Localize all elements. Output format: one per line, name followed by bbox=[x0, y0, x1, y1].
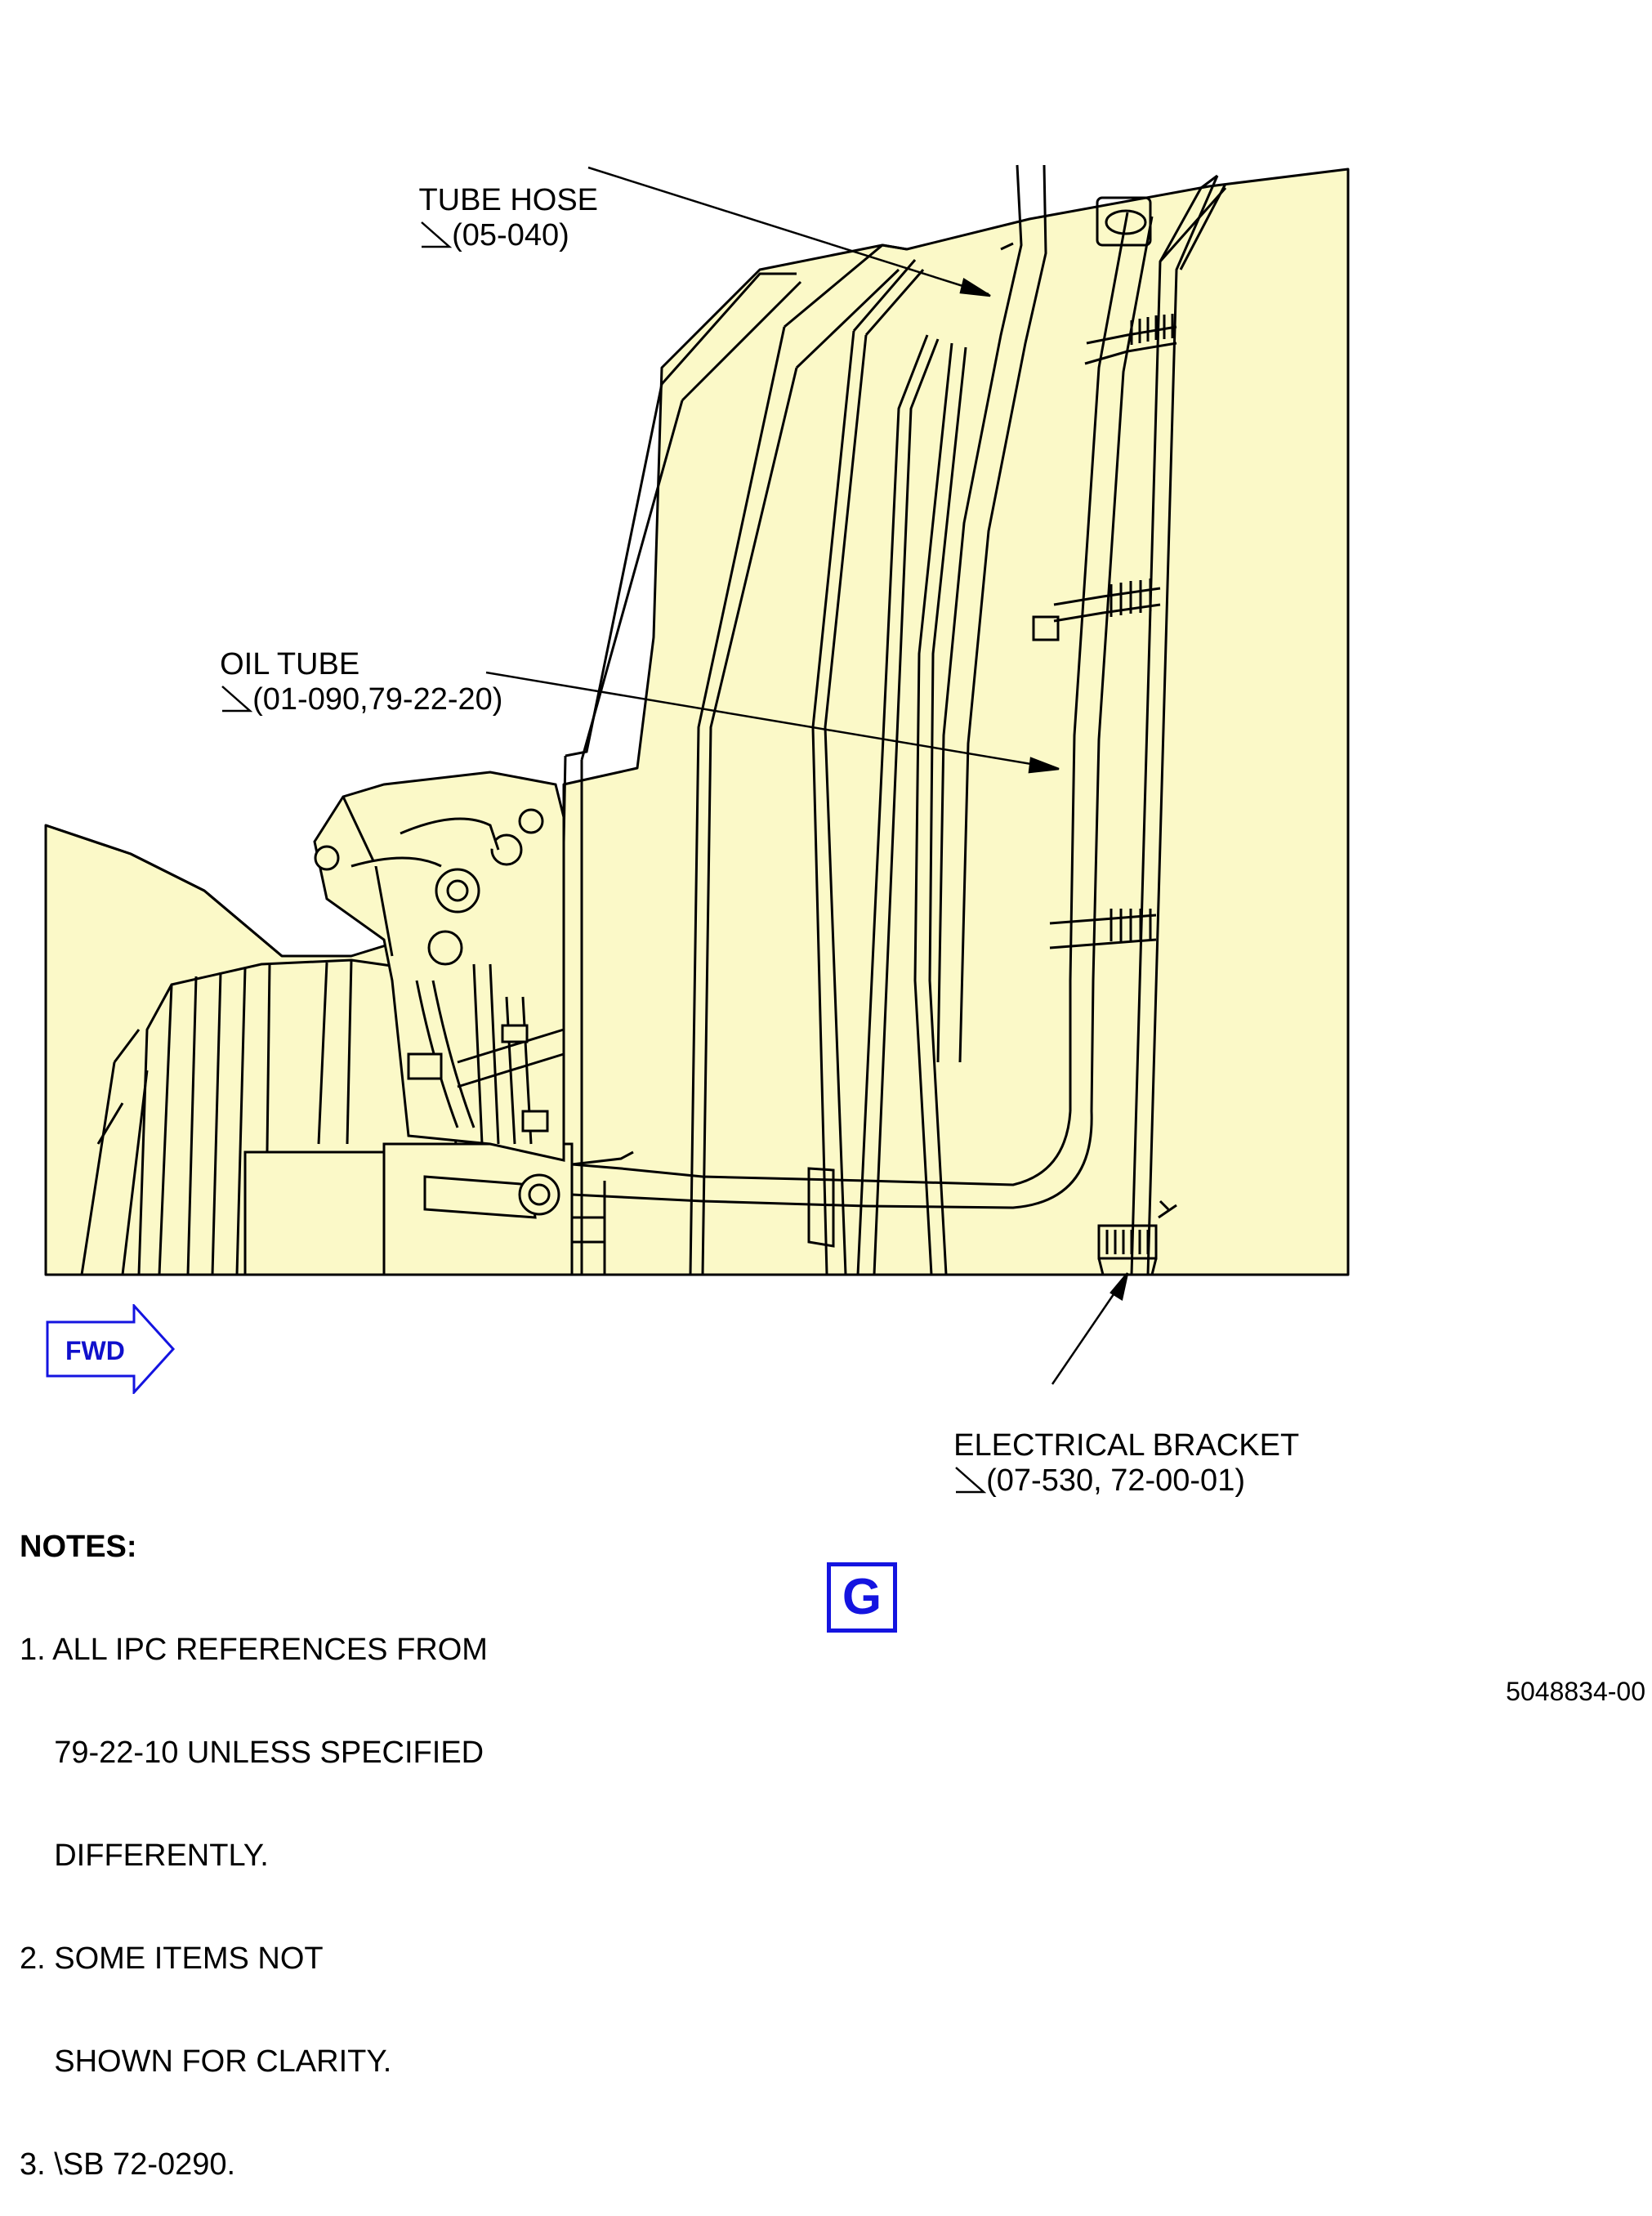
notes-line: 79-22-10 UNLESS SPECIFIED bbox=[20, 1736, 484, 1770]
notes-block: NOTES: 1. ALL IPC REFERENCES FROM 79-22-… bbox=[20, 1461, 488, 2216]
callout-oil-tube-name: OIL TUBE bbox=[220, 647, 360, 681]
callout-tube-hose-ref-row: (05-040) bbox=[402, 183, 569, 252]
effectivity-triangle-icon bbox=[421, 221, 453, 248]
notes-line: 3. \SB 72-0290. bbox=[20, 2147, 236, 2182]
callout-electrical-bracket-ref-row: (07-530, 72-00-01) bbox=[936, 1428, 1245, 1498]
notes-line: 1. ALL IPC REFERENCES FROM bbox=[20, 1633, 488, 1667]
callout-oil-tube-ref: (01-090,79-22-20) bbox=[252, 682, 503, 717]
right-arrow-outline-icon bbox=[46, 1304, 176, 1394]
callout-tube-hose: TUBE HOSE bbox=[402, 149, 598, 217]
callout-electrical-bracket-name: ELECTRICAL BRACKET bbox=[953, 1428, 1300, 1463]
engine-core bbox=[80, 771, 574, 1276]
notes-line: DIFFERENTLY. bbox=[20, 1838, 269, 1873]
notes-line: SHOWN FOR CLARITY. bbox=[20, 2044, 392, 2079]
callout-oil-tube: OIL TUBE bbox=[203, 613, 359, 681]
fwd-label: FWD bbox=[65, 1336, 125, 1365]
notes-heading: NOTES: bbox=[20, 1530, 137, 1564]
leader-lines bbox=[485, 166, 1129, 1385]
effectivity-triangle-icon bbox=[221, 686, 253, 713]
view-label-box: G bbox=[827, 1562, 897, 1633]
callout-electrical-bracket: ELECTRICAL BRACKET bbox=[936, 1394, 1299, 1463]
callout-oil-tube-ref-row: (01-090,79-22-20) bbox=[203, 647, 502, 717]
callout-electrical-bracket-ref: (07-530, 72-00-01) bbox=[986, 1463, 1245, 1498]
callout-tube-hose-ref: (05-040) bbox=[452, 218, 569, 252]
notes-line: 2. SOME ITEMS NOT bbox=[20, 1941, 324, 1976]
callout-tube-hose-name: TUBE HOSE bbox=[418, 183, 599, 217]
engine-installation-illustration bbox=[44, 164, 1350, 1385]
view-label: G bbox=[842, 1569, 882, 1625]
figure-id: 5048834-00 bbox=[1506, 1677, 1645, 1706]
effectivity-triangle-icon bbox=[955, 1467, 987, 1494]
